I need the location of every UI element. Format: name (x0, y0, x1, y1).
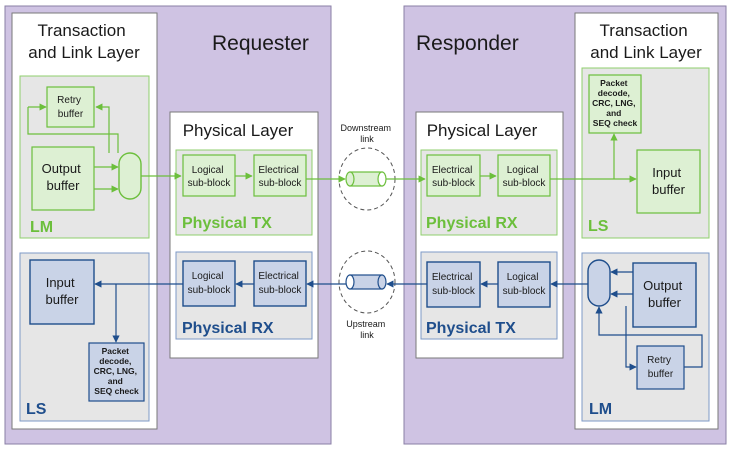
responder-tx-electrical-subblock (426, 261, 481, 308)
responder-output-buffer (632, 262, 697, 328)
requester-tx-logical-subblock (182, 154, 236, 197)
responder-rx-electrical-subblock (426, 154, 481, 197)
requester-output-buffer-label: Output buffer (42, 161, 85, 193)
responder-tx-logical-subblock (497, 261, 551, 308)
responder-retry-buffer-label: Retry buffer (647, 355, 674, 380)
requester-tx-mux (118, 152, 142, 200)
responder-input-buffer-label: Input buffer (652, 165, 686, 197)
requester-phy-tx-label: Physical TX (182, 215, 272, 232)
requester-rx-logical-label: Logical sub-block (188, 271, 232, 296)
responder-tll-title: Transaction and Link Layer (590, 21, 702, 62)
requester-output-buffer (31, 146, 95, 211)
responder-retry-buffer (636, 345, 685, 390)
requester-tx-logical-label: Logical sub-block (188, 165, 232, 189)
requester-lm-label: LM (30, 219, 53, 236)
requester-rx-electrical-subblock (253, 260, 307, 307)
responder-tx-logical-label: Logical sub-block (503, 272, 547, 297)
requester-ls-label: LS (26, 401, 47, 418)
requester-phy-title: Physical Layer (183, 121, 294, 140)
requester-input-buffer (29, 259, 95, 325)
requester-rx-electrical-label: Electrical sub-block (258, 271, 302, 296)
responder-phy-tx-label: Physical TX (426, 320, 516, 337)
requester-tx-electrical-label: Electrical sub-block (258, 165, 302, 189)
requester-phy-rx-label: Physical RX (182, 320, 274, 337)
responder-phy-title: Physical Layer (427, 121, 538, 140)
upstream-flow-arrows (94, 268, 703, 371)
responder-rx-electrical-label: Electrical sub-block (432, 165, 476, 189)
requester-title: Requester (212, 32, 309, 55)
downstream-flow-arrows (27, 103, 637, 193)
requester-rx-logical-subblock (182, 260, 236, 307)
responder-lm-label: LM (589, 401, 612, 418)
responder-packet-check-label: Packet decode, CRC, LNG, and SEQ check (592, 78, 638, 128)
upstream-link-label: Upstream link (346, 319, 388, 340)
requester-tll-title: Transaction and Link Layer (28, 21, 140, 62)
requester-retry-buffer (46, 86, 95, 128)
requester-packet-check (88, 342, 145, 402)
downstream-cable-icon (345, 171, 387, 187)
responder-rx-logical-subblock (497, 154, 551, 197)
responder-phy-rx-label: Physical RX (426, 215, 518, 232)
requester-tx-electrical-subblock (253, 154, 307, 197)
responder-tx-electrical-label: Electrical sub-block (432, 272, 476, 297)
responder-packet-check (588, 74, 642, 134)
requester-packet-check-label: Packet decode, CRC, LNG, and SEQ check (94, 346, 140, 396)
responder-rx-logical-label: Logical sub-block (503, 165, 547, 189)
responder-title: Responder (416, 32, 519, 55)
responder-output-buffer-label: Output buffer (643, 278, 686, 310)
downstream-link-label: Downstream link (340, 123, 393, 144)
responder-tx-mux (587, 259, 611, 307)
requester-retry-buffer-label: Retry buffer (57, 95, 84, 120)
upstream-link-ring (338, 250, 396, 314)
responder-ls-label: LS (588, 218, 609, 235)
responder-input-buffer (636, 149, 701, 214)
upstream-cable-icon (345, 274, 387, 290)
requester-input-buffer-label: Input buffer (45, 275, 79, 307)
